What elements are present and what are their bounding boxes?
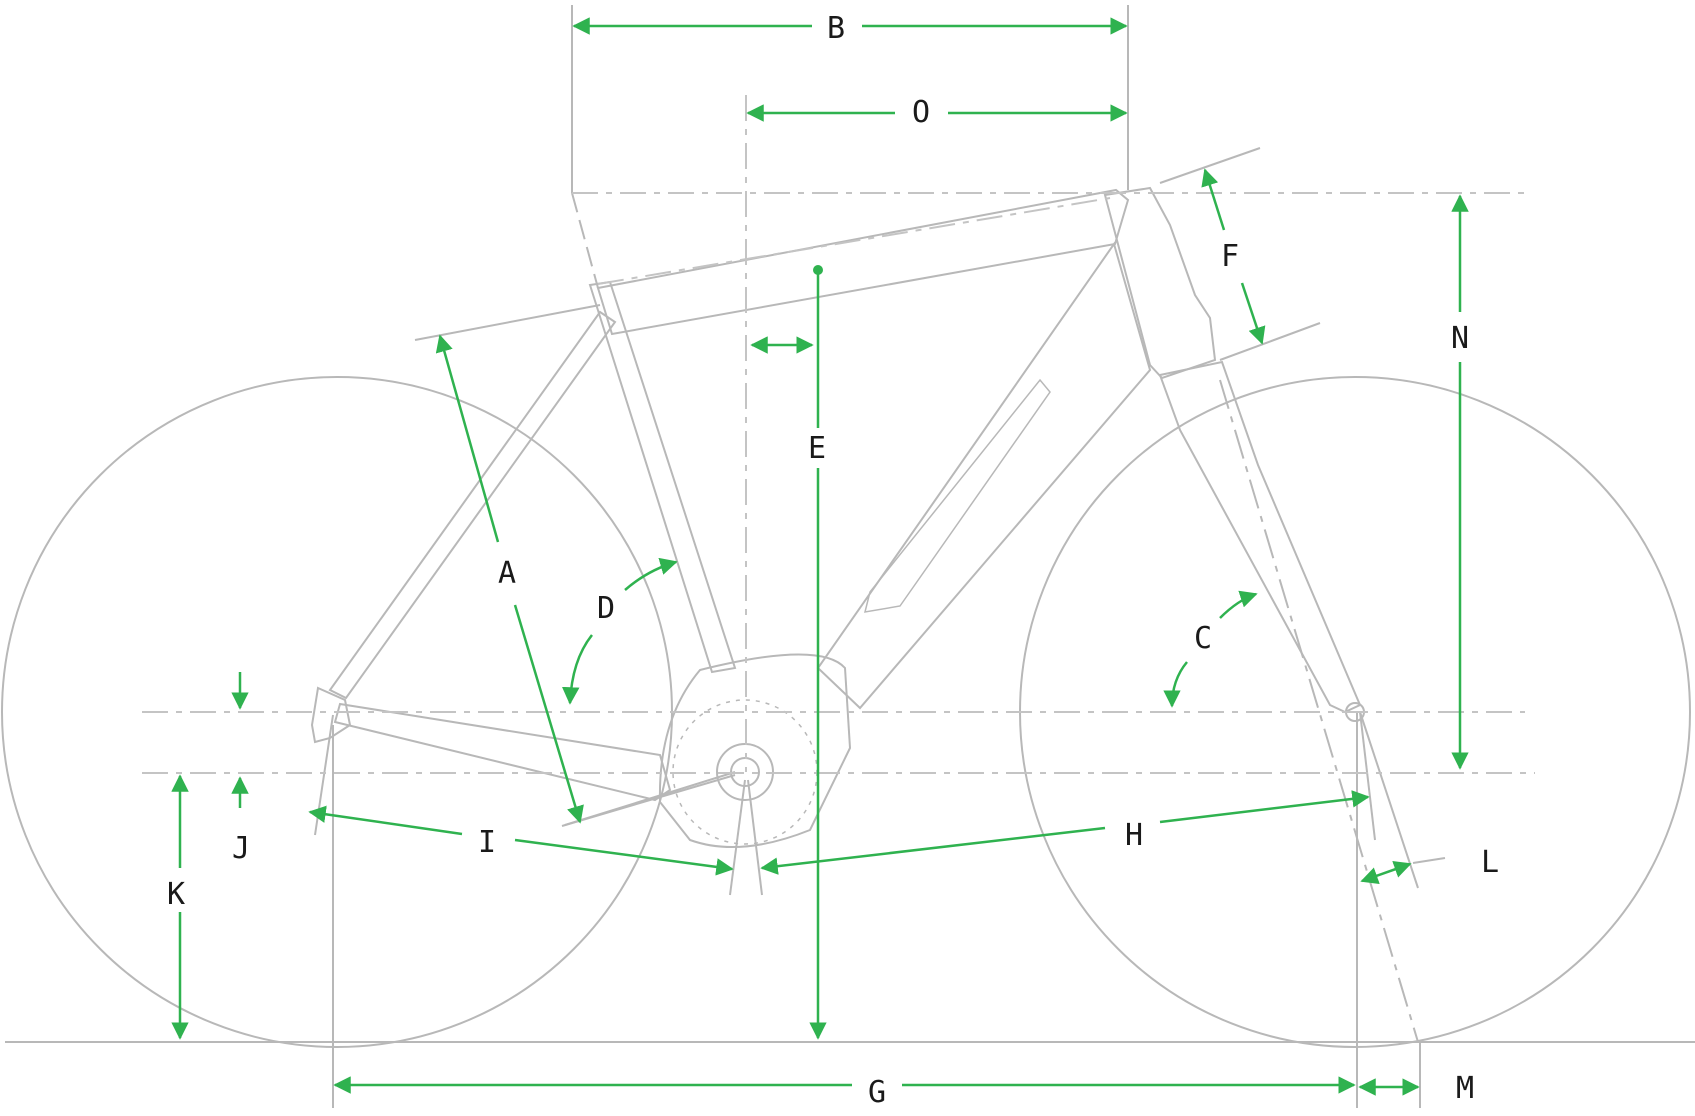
- battery: [863, 378, 1051, 613]
- motor-housing: [658, 653, 852, 849]
- dim-i-left: [308, 805, 463, 836]
- l-leader: [1412, 857, 1446, 864]
- f-ref-bottom: [1219, 322, 1321, 361]
- dim-a-bottom: [513, 604, 584, 824]
- dim-c-upper: [1219, 590, 1258, 619]
- rear-axle-vertical-top: [314, 714, 334, 836]
- label-n: N: [1451, 321, 1469, 356]
- label-m: M: [1456, 1071, 1474, 1106]
- dim-c-lower: [1163, 661, 1188, 708]
- crank-arm-lower: [729, 779, 746, 896]
- dim-i-right: [514, 838, 734, 876]
- label-f: F: [1221, 239, 1239, 274]
- label-j: J: [232, 831, 250, 866]
- label-d: D: [597, 591, 615, 626]
- label-h: H: [1125, 818, 1143, 853]
- crank-arm-lower-2: [747, 779, 763, 896]
- label-k: K: [167, 877, 185, 912]
- down-tube: [816, 241, 1152, 710]
- dim-f-bottom: [1240, 282, 1266, 345]
- top-tube: [596, 188, 1130, 336]
- fork-offset-line-2: [1359, 711, 1376, 841]
- seat-stay: [328, 310, 617, 700]
- label-b: B: [827, 11, 845, 46]
- dim-h-left: [760, 826, 1106, 875]
- a-ref-bottom: [561, 774, 736, 827]
- label-l: L: [1481, 845, 1499, 880]
- label-o: O: [912, 95, 930, 130]
- dimension-labels: B O N F A E D C I H L J K G M: [167, 11, 1499, 1110]
- a-ref-top: [414, 304, 601, 341]
- dim-l: [1360, 861, 1412, 884]
- fork-offset-line: [1359, 711, 1419, 889]
- dimensions: [171, 17, 1469, 1096]
- dim-h-right: [1159, 790, 1370, 824]
- bike-drawing: [1, 5, 1695, 1108]
- dim-d-lower: [561, 634, 593, 705]
- reference-dashes: [142, 95, 1535, 774]
- label-g: G: [868, 1075, 886, 1110]
- fork: [1158, 360, 1362, 714]
- label-c: C: [1194, 621, 1212, 656]
- steering-axis: [1219, 379, 1419, 1043]
- f-ref-top: [1159, 147, 1261, 184]
- chain-stay: [333, 702, 672, 802]
- label-e: E: [808, 431, 826, 466]
- dim-f-top: [1201, 168, 1226, 231]
- dim-a-top: [435, 334, 500, 543]
- label-i: I: [478, 825, 496, 860]
- top-tube-extension: [597, 197, 1111, 285]
- seat-tube-extension: [571, 192, 599, 289]
- label-a: A: [498, 556, 516, 591]
- dim-d-upper: [624, 557, 678, 591]
- head-tube: [1103, 186, 1217, 380]
